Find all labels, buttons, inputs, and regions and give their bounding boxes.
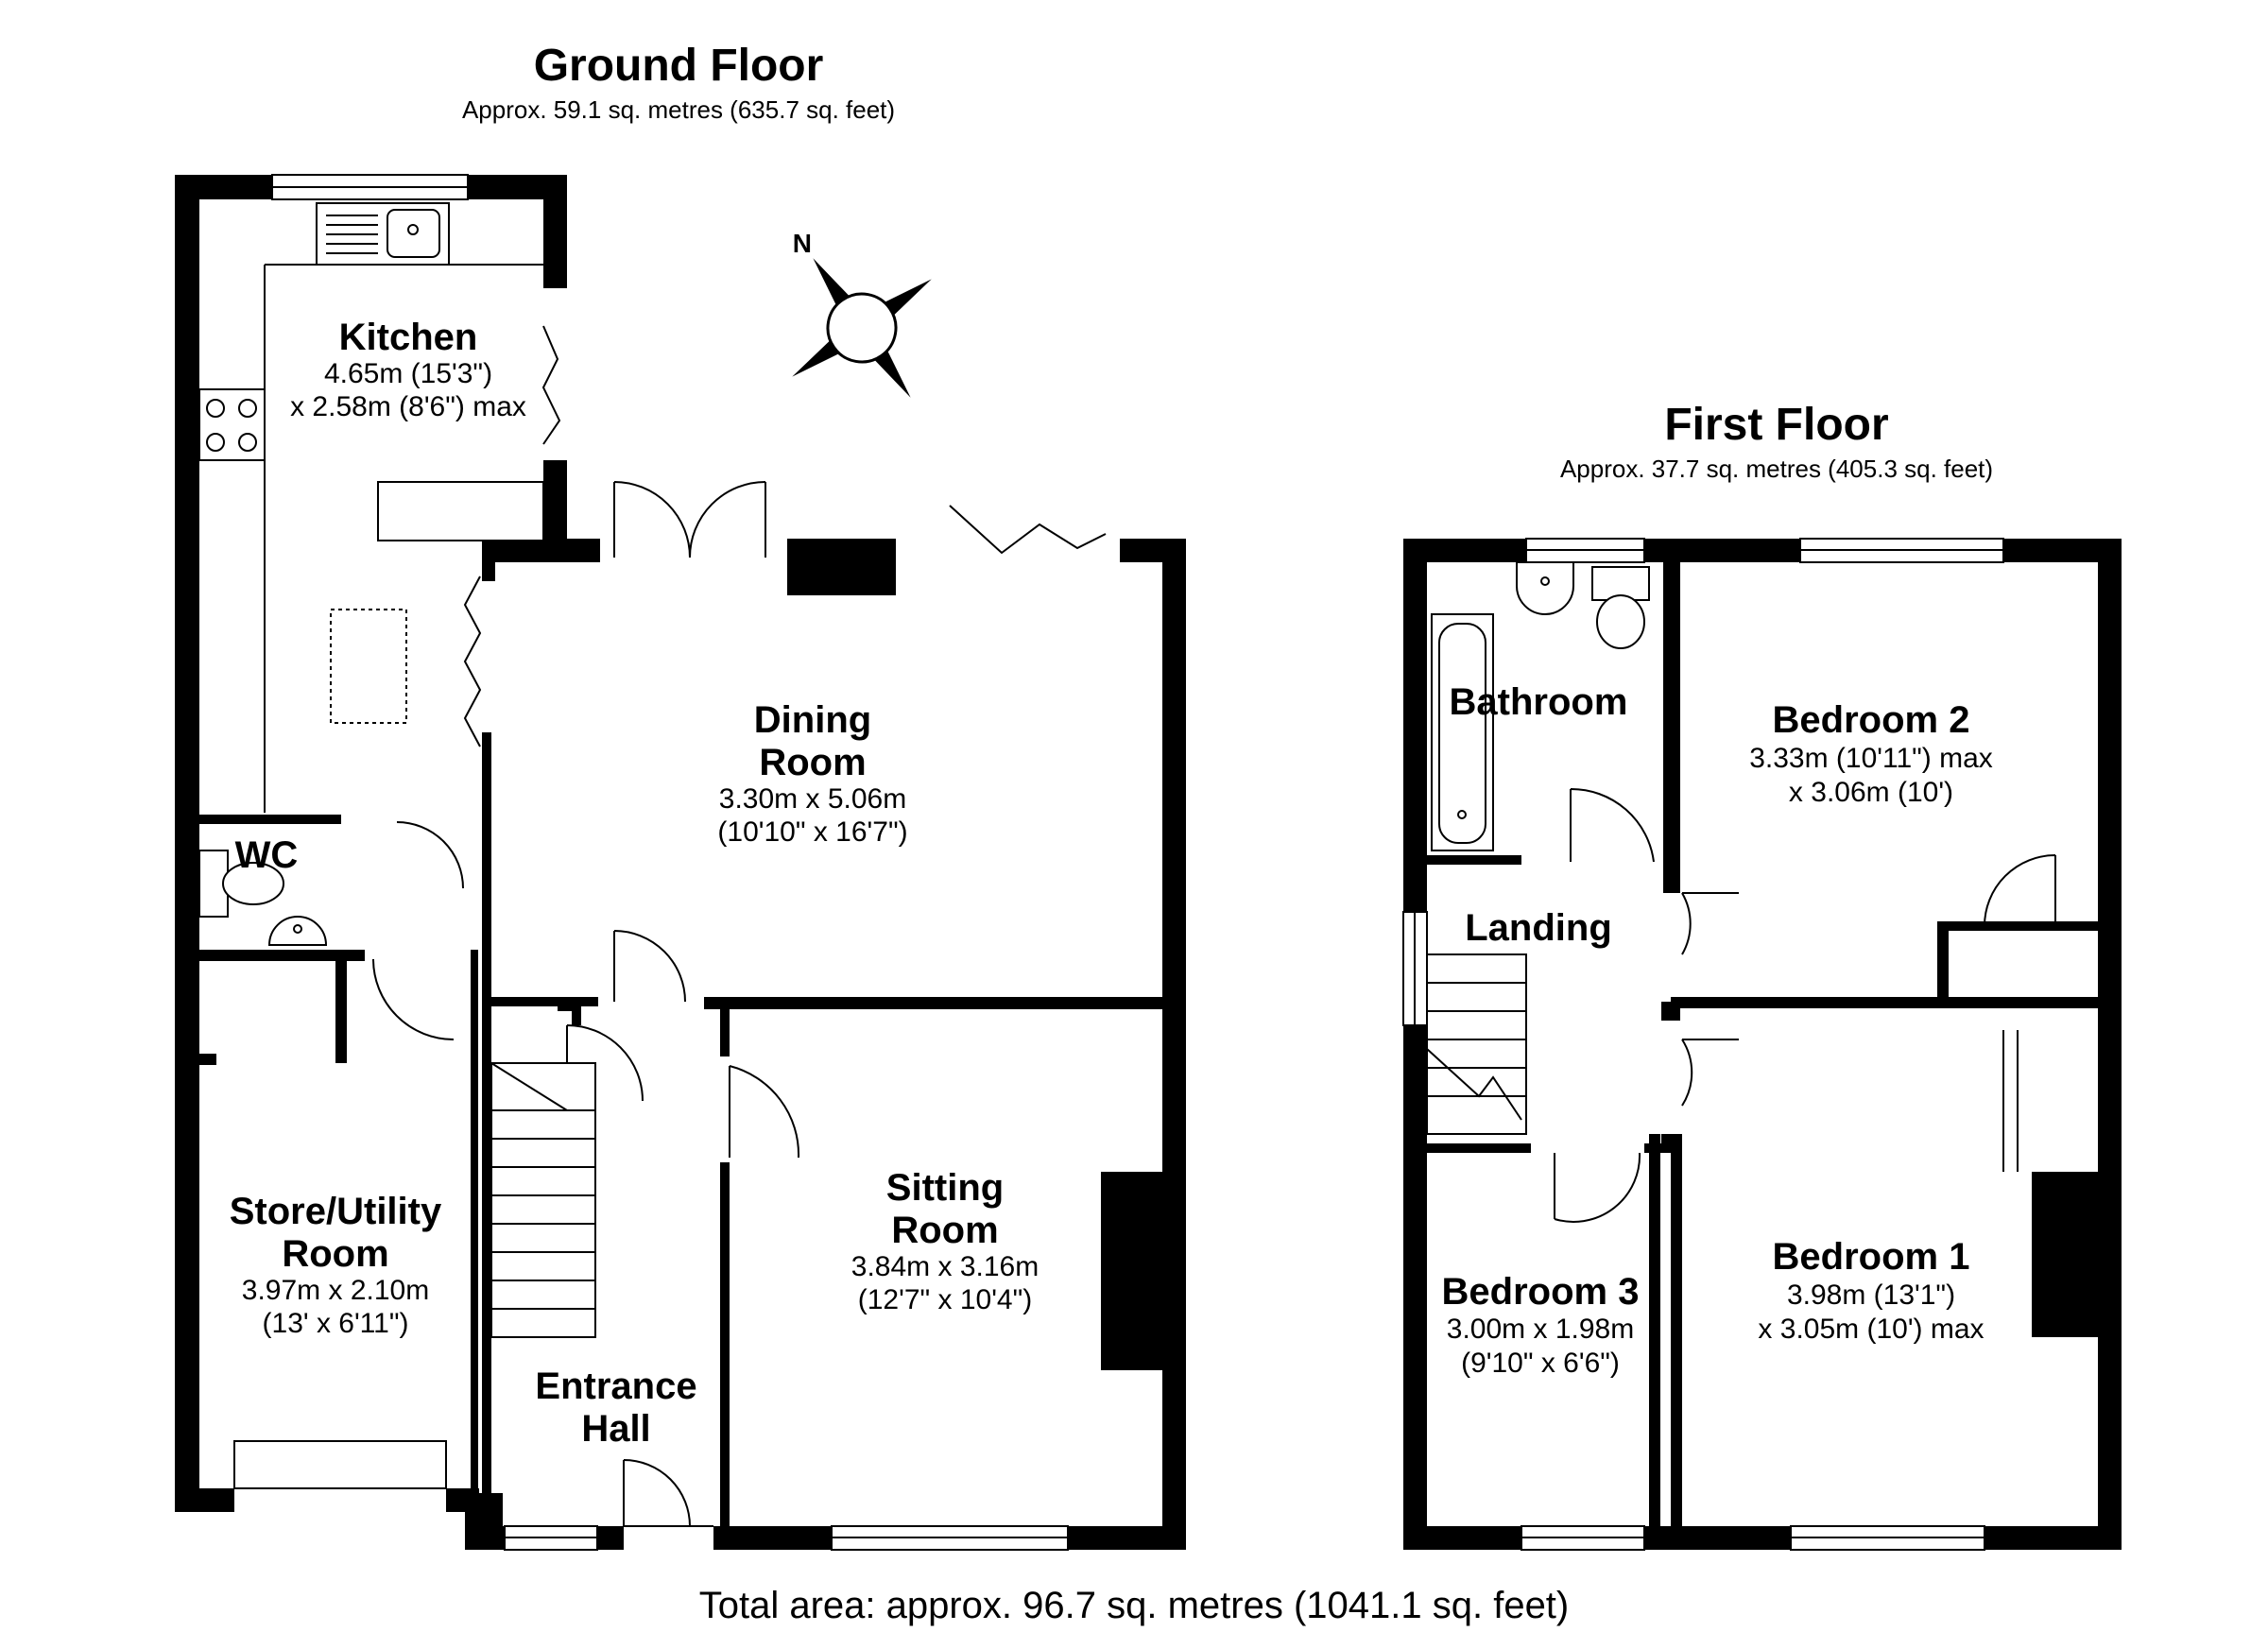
ground-floor-area: Approx. 59.1 sq. metres (635.7 sq. feet) <box>462 95 895 124</box>
hob-icon <box>198 388 266 461</box>
ground-floor-walls <box>175 175 1186 1550</box>
first-floor-stairs <box>1426 953 1527 1135</box>
room-name: Sitting <box>886 1167 1004 1209</box>
room-dimensions: (12'7" x 10'4") <box>858 1284 1033 1315</box>
room-name: Bedroom 1 <box>1773 1236 1970 1278</box>
room-name: Room <box>891 1210 998 1251</box>
compass-north-label: N <box>793 229 812 258</box>
bathroom-fittings <box>1431 561 1655 863</box>
room-name: Dining <box>754 699 871 741</box>
room-dimensions: (9'10" x 6'6") <box>1461 1348 1620 1379</box>
ground-floor-stairs <box>490 1062 596 1338</box>
ground-floor-windows <box>233 174 1069 1551</box>
compass-rose-icon: N <box>792 229 932 398</box>
room-name: Landing <box>1465 907 1612 949</box>
first-floor-title: First Floor <box>1664 400 1888 450</box>
room-dimensions: x 3.05m (10') max <box>1758 1314 1984 1345</box>
room-dimensions: 3.98m (13'1") <box>1787 1280 1955 1311</box>
room-dimensions: x 3.06m (10') <box>1789 777 1953 808</box>
room-sitting: Sitting Room 3.84m x 3.16m (12'7" x 10'4… <box>851 1167 1039 1315</box>
total-area: Total area: approx. 96.7 sq. metres (104… <box>699 1585 1570 1626</box>
ground-floor-title: Ground Floor <box>534 41 824 91</box>
room-name: Bedroom 2 <box>1773 699 1970 741</box>
room-dimensions: 3.33m (10'11") max <box>1749 743 1993 774</box>
room-dimensions: (13' x 6'11") <box>263 1308 409 1339</box>
sink-icon <box>326 215 378 254</box>
room-dining: Dining Room 3.30m x 5.06m (10'10" x 16'7… <box>717 699 907 848</box>
room-kitchen: Kitchen 4.65m (15'3") x 2.58m (8'6") max <box>290 317 526 422</box>
room-entrance-hall: Entrance Hall <box>535 1366 696 1450</box>
room-dimensions: 4.65m (15'3") <box>324 358 492 389</box>
room-dimensions: 3.97m x 2.10m <box>242 1275 429 1306</box>
room-dimensions: 3.30m x 5.06m <box>719 783 906 815</box>
room-name: Room <box>282 1233 388 1275</box>
room-name: Entrance <box>535 1366 696 1407</box>
room-store-utility: Store/Utility Room 3.97m x 2.10m (13' x … <box>230 1191 442 1339</box>
first-floor-area: Approx. 37.7 sq. metres (405.3 sq. feet) <box>1560 455 1993 483</box>
room-bedroom-3: Bedroom 3 3.00m x 1.98m (9'10" x 6'6") <box>1442 1271 1640 1379</box>
room-dimensions: x 2.58m (8'6") max <box>290 391 526 422</box>
room-name: Bathroom <box>1450 681 1628 723</box>
room-bedroom-2: Bedroom 2 3.33m (10'11") max x 3.06m (10… <box>1749 699 1993 808</box>
room-landing: Landing <box>1465 907 1612 949</box>
room-bathroom: Bathroom <box>1450 681 1628 723</box>
room-name: Store/Utility <box>230 1191 442 1232</box>
room-dimensions: 3.84m x 3.16m <box>851 1251 1039 1282</box>
room-wc: WC <box>235 834 299 876</box>
kitchen-fittings <box>198 202 561 813</box>
room-dimensions: (10'10" x 16'7") <box>717 816 907 848</box>
room-name: Kitchen <box>339 317 478 358</box>
room-name: Room <box>759 742 866 783</box>
first-floor-plan: First Floor Approx. 37.7 sq. metres (405… <box>1402 400 2122 1551</box>
first-floor-windows <box>1402 538 2004 1551</box>
ground-floor-plan: Ground Floor Approx. 59.1 sq. metres (63… <box>175 41 1186 1551</box>
room-dimensions: 3.00m x 1.98m <box>1447 1314 1634 1345</box>
first-floor-doors <box>1554 854 2056 1223</box>
room-name: WC <box>235 834 299 876</box>
wc-fittings <box>198 821 464 1040</box>
first-floor-walls <box>1403 539 2122 1550</box>
room-name: Hall <box>581 1408 650 1450</box>
room-name: Bedroom 3 <box>1442 1271 1640 1313</box>
room-bedroom-1: Bedroom 1 3.98m (13'1") x 3.05m (10') ma… <box>1758 1236 1984 1345</box>
